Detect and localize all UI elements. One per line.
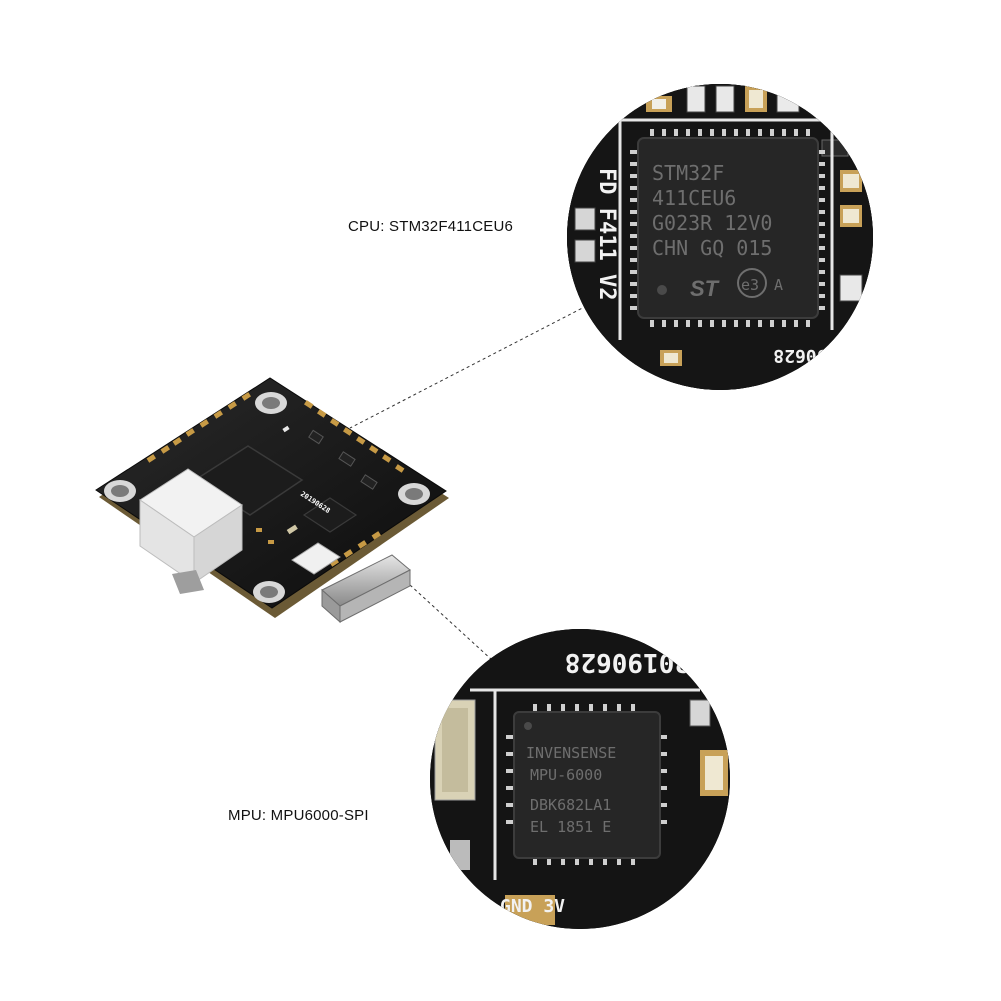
mpu-chip-line-3: DBK682LA1 <box>530 796 611 814</box>
mpu-label: MPU: MPU6000-SPI <box>228 807 369 824</box>
usb-port <box>321 554 411 624</box>
mpu-leader-line <box>409 584 493 661</box>
mpu-chip-line-2: MPU-6000 <box>530 766 602 784</box>
cpu-chip-line-3: G023R 12V0 <box>652 211 772 235</box>
board-small-connector <box>291 542 341 575</box>
board-components <box>256 425 378 544</box>
cpu-zoom-board-name: FD F411 V2 <box>594 168 619 300</box>
board-imu-chip <box>302 497 358 533</box>
cpu-mark-suffix: A <box>774 276 783 294</box>
cpu-chip <box>637 137 819 319</box>
cpu-zoom-date: 20190628 <box>773 345 860 366</box>
e3-mark: e3 <box>741 276 759 294</box>
mounting-holes <box>104 392 430 603</box>
pin1-dot-icon <box>524 722 532 730</box>
pin1-dot-icon <box>657 285 667 295</box>
mpu-zoom-bottom-silk: GND 3V <box>500 896 565 917</box>
mpu-zoom-circle: INVENSENSE MPU-6000 DBK682LA1 EL 1851 E … <box>430 629 730 929</box>
mpu-chip <box>513 711 661 859</box>
e3-mark-icon <box>737 268 767 298</box>
cpu-leader-line <box>349 302 593 429</box>
mpu-zoom-date: 20190628 <box>565 647 690 677</box>
board-jst-connector <box>139 468 243 584</box>
cpu-chip-line-4: CHN GQ 015 <box>652 236 772 260</box>
cpu-label: CPU: STM32F411CEU6 <box>348 218 514 235</box>
board-pads <box>146 392 405 567</box>
flight-controller-board: 20190628 <box>95 377 449 624</box>
cpu-chip-line-1: STM32F <box>652 161 724 185</box>
st-logo: ST <box>690 276 720 301</box>
mpu-chip-line-1: INVENSENSE <box>526 744 616 762</box>
mpu-chip-line-4: EL 1851 E <box>530 818 611 836</box>
cpu-zoom-circle: STM32F 411CEU6 G023R 12V0 CHN GQ 015 ST … <box>567 84 873 390</box>
cpu-chip-line-2: 411CEU6 <box>652 186 736 210</box>
